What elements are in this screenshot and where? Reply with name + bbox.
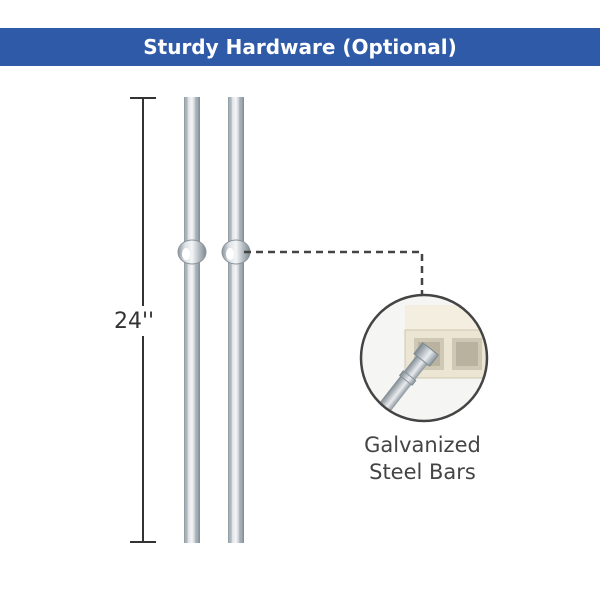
callout-line-1: Galvanized [364,433,481,457]
callout-line-2: Steel Bars [369,460,476,484]
steel-rod-right [221,97,251,543]
dimension-label: 24'' [110,306,158,336]
steel-rod-left [177,97,207,543]
callout-leader [244,250,424,298]
zoom-detail-circle [359,293,489,423]
title-banner: Sturdy Hardware (Optional) [0,28,600,66]
callout-caption: Galvanized Steel Bars [330,432,515,486]
banner-title: Sturdy Hardware (Optional) [143,35,457,59]
